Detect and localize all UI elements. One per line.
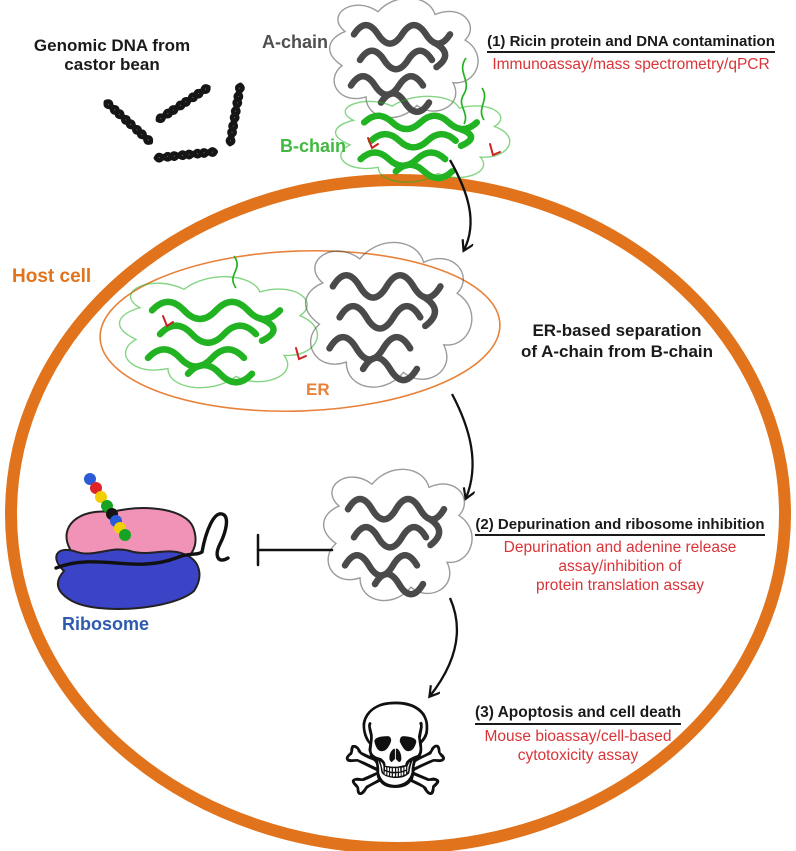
- step2-assay-line1: Depurination and adenine release: [503, 539, 737, 556]
- er-separation-line1: ER-based separation: [532, 321, 702, 340]
- step2-a-chain-ribbon: [324, 469, 472, 600]
- arrow-entry-into-cell: [448, 159, 471, 250]
- arrow-step2-to-death: [430, 597, 458, 696]
- inhibition-tbar: [256, 533, 334, 567]
- er-separation-line2: of A-chain from B-chain: [520, 342, 714, 361]
- ribosome-large-subunit: [55, 548, 201, 610]
- er-b-chain-ribbon: [120, 255, 318, 388]
- step3-block: (3) Apoptosis and cell death Mouse bioas…: [448, 704, 708, 765]
- nascent-peptide-beads: [84, 473, 131, 541]
- er-label: ER: [306, 380, 330, 399]
- a-chain-label: A-chain: [262, 32, 329, 52]
- skull-crossbones-icon: ☠: [338, 677, 453, 826]
- step2-title: (2) Depurination and ribosome inhibition: [475, 516, 765, 536]
- step2-assay-line3: protein translation assay: [535, 577, 704, 594]
- step1-assay-line1: Immunoassay/mass spectrometry/qPCR: [492, 56, 770, 73]
- er-separation-label: ER-based separation of A-chain from B-ch…: [512, 320, 722, 362]
- er-ellipse: [99, 249, 501, 413]
- step1-title: (1) Ricin protein and DNA contamination: [487, 33, 775, 53]
- step2-block: (2) Depurination and ribosome inhibition…: [452, 516, 788, 595]
- b-chain-label: B-chain: [280, 136, 347, 156]
- genomic-dna-line2: castor bean: [64, 55, 160, 74]
- mrna-strand: [54, 512, 230, 570]
- step3-assay-line1: Mouse bioassay/cell-based: [484, 728, 672, 745]
- host-cell-label: Host cell: [12, 266, 92, 287]
- genomic-dna-line1: Genomic DNA from: [33, 36, 191, 55]
- step3-assay-line2: cytotoxicity assay: [517, 747, 639, 764]
- dna-helix-icons: [104, 84, 243, 160]
- step3-title: (3) Apoptosis and cell death: [474, 704, 682, 725]
- arrow-er-to-step2: [450, 393, 473, 498]
- ribosome-graphic: [54, 473, 230, 610]
- er-a-chain-ribbon: [306, 242, 472, 387]
- host-cell-membrane: [5, 174, 791, 851]
- step1-block: (1) Ricin protein and DNA contamination …: [466, 33, 796, 74]
- step2-assay-line2: assay/inhibition of: [558, 558, 682, 575]
- genomic-dna-label: Genomic DNA from castor bean: [28, 36, 196, 74]
- ricin-b-chain-ribbon: [336, 57, 510, 182]
- ribosome-label: Ribosome: [62, 614, 150, 634]
